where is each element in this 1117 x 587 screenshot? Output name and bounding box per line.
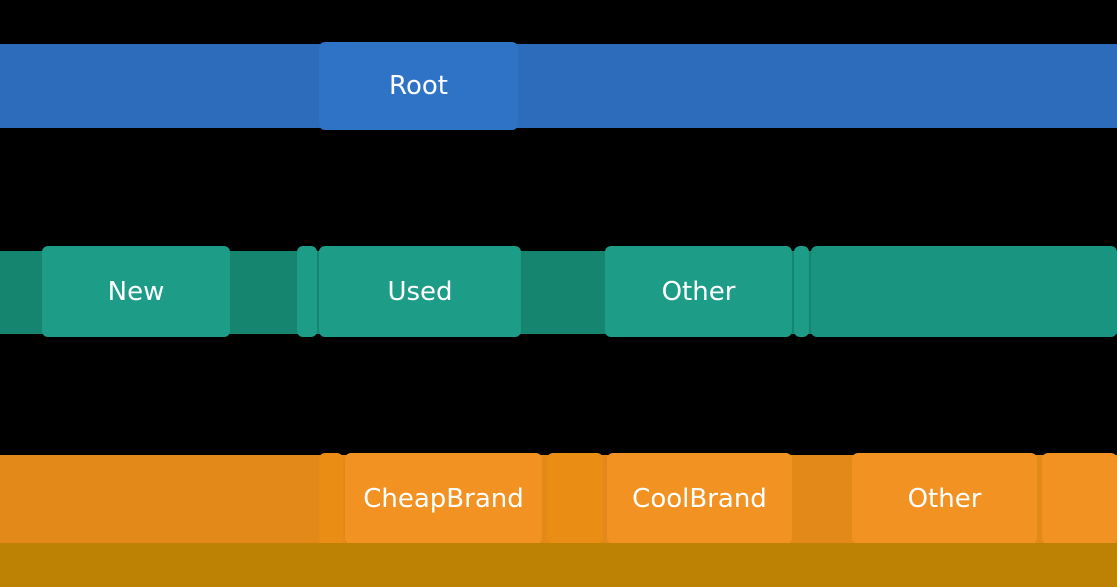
node-root[interactable]: Root	[319, 42, 518, 130]
node-unlabeled-segment[interactable]	[319, 453, 343, 544]
node-unlabeled-segment[interactable]	[794, 246, 809, 337]
node-unlabeled-segment[interactable]	[297, 246, 317, 337]
node-unlabeled-segment[interactable]	[811, 246, 1117, 337]
truncated-next-level-strip[interactable]	[0, 543, 1117, 587]
node-other[interactable]: Other	[605, 246, 792, 337]
node-label: Other	[907, 483, 982, 514]
root-level-band[interactable]	[0, 44, 1117, 128]
node-label: Used	[387, 276, 453, 307]
node-label: CoolBrand	[632, 483, 767, 514]
node-other[interactable]: Other	[852, 453, 1037, 544]
node-label: Root	[389, 71, 448, 101]
node-label: New	[107, 276, 165, 307]
node-label: Other	[661, 276, 736, 307]
node-new[interactable]: New	[42, 246, 230, 337]
node-coolbrand[interactable]: CoolBrand	[607, 453, 792, 544]
node-label: CheapBrand	[363, 483, 524, 514]
node-unlabeled-segment[interactable]	[547, 453, 603, 544]
node-cheapbrand[interactable]: CheapBrand	[345, 453, 542, 544]
node-used[interactable]: Used	[319, 246, 521, 337]
node-unlabeled-segment[interactable]	[1042, 453, 1117, 544]
